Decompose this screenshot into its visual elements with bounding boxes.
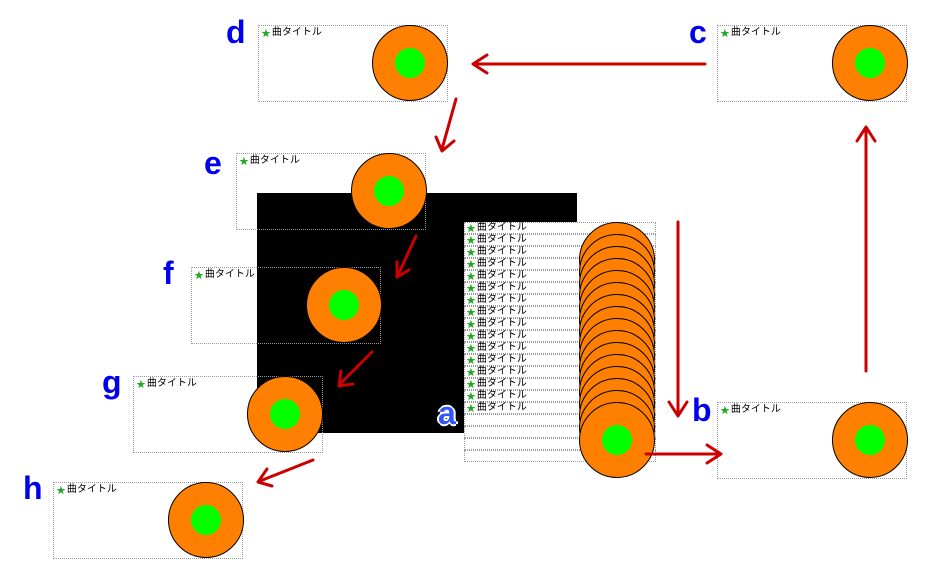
- card-d-title: 曲タイトル: [271, 27, 322, 38]
- arrow-g-to-h: [256, 458, 315, 488]
- disc-h: [168, 482, 244, 558]
- label-h: h: [23, 470, 43, 506]
- card-h-title: 曲タイトル: [66, 484, 117, 495]
- disc-c: [832, 25, 908, 101]
- arrow-down-stack: [667, 220, 689, 418]
- star-icon: ★: [466, 233, 476, 247]
- label-d: d: [226, 14, 246, 50]
- arrow-e-to-f: [395, 234, 418, 279]
- star-icon: ★: [466, 341, 476, 355]
- star-icon: ★: [466, 281, 476, 295]
- arrow-f-to-g: [337, 350, 374, 388]
- list-row-title: 曲タイトル: [476, 306, 527, 317]
- list-row-title: 曲タイトル: [476, 330, 527, 341]
- disc-g: [247, 376, 323, 452]
- card-c-title: 曲タイトル: [730, 27, 781, 38]
- list-row-title: 曲タイトル: [476, 390, 527, 401]
- star-icon: ★: [194, 268, 204, 282]
- disc-core: [395, 48, 425, 78]
- label-a: a: [438, 395, 456, 431]
- star-icon: ★: [261, 26, 271, 40]
- stacked-disc: [579, 402, 655, 478]
- star-icon: ★: [466, 389, 476, 403]
- list-row-title: 曲タイトル: [476, 354, 527, 365]
- card-g-title: 曲タイトル: [146, 378, 197, 389]
- star-icon: ★: [466, 365, 476, 379]
- star-icon: ★: [720, 26, 730, 40]
- star-icon: ★: [239, 154, 249, 168]
- disc-core: [374, 176, 404, 206]
- star-icon: ★: [466, 245, 476, 259]
- list-row-title: 曲タイトル: [476, 378, 527, 389]
- arrow-d-to-e: [434, 97, 458, 153]
- label-c: c: [689, 14, 707, 50]
- list-row-title: 曲タイトル: [476, 402, 527, 413]
- list-row-title: 曲タイトル: [476, 270, 527, 281]
- star-icon: ★: [466, 329, 476, 343]
- arrow-a-to-b: [644, 443, 723, 465]
- star-icon: ★: [466, 257, 476, 271]
- list-row-title: 曲タイトル: [476, 294, 527, 305]
- star-icon: ★: [466, 293, 476, 307]
- label-e: e: [204, 145, 222, 181]
- list-row-title: 曲タイトル: [476, 222, 527, 233]
- arrow-c-to-d: [471, 53, 707, 75]
- disc-b: [832, 402, 908, 478]
- list-row-title: 曲タイトル: [476, 282, 527, 293]
- disc-core: [191, 505, 221, 535]
- list-row-title: 曲タイトル: [476, 246, 527, 257]
- disc-e: [351, 153, 427, 229]
- star-icon: ★: [466, 269, 476, 283]
- card-e-title: 曲タイトル: [249, 155, 300, 166]
- list-row-title: 曲タイトル: [476, 258, 527, 269]
- disc-d: [372, 25, 448, 101]
- star-icon: ★: [466, 305, 476, 319]
- star-icon: ★: [56, 483, 66, 497]
- list-row-title: 曲タイトル: [476, 318, 527, 329]
- card-f-title: 曲タイトル: [204, 269, 255, 280]
- list-row-title: 曲タイトル: [476, 234, 527, 245]
- star-icon: ★: [720, 403, 730, 417]
- star-icon: ★: [466, 317, 476, 331]
- disc-f: [306, 267, 382, 343]
- star-icon: ★: [466, 401, 476, 415]
- star-icon: ★: [466, 221, 476, 235]
- disc-core: [855, 425, 885, 455]
- arrow-b-to-c: [855, 125, 877, 373]
- star-icon: ★: [136, 377, 146, 391]
- star-icon: ★: [466, 377, 476, 391]
- label-f: f: [163, 255, 174, 291]
- disc-core: [602, 425, 632, 455]
- label-g: g: [102, 364, 122, 400]
- list-row-title: 曲タイトル: [476, 366, 527, 377]
- list-row-title: 曲タイトル: [476, 342, 527, 353]
- disc-core: [329, 290, 359, 320]
- disc-core: [270, 399, 300, 429]
- disc-core: [855, 48, 885, 78]
- star-icon: ★: [466, 353, 476, 367]
- label-b: b: [692, 392, 712, 428]
- card-b-title: 曲タイトル: [730, 404, 781, 415]
